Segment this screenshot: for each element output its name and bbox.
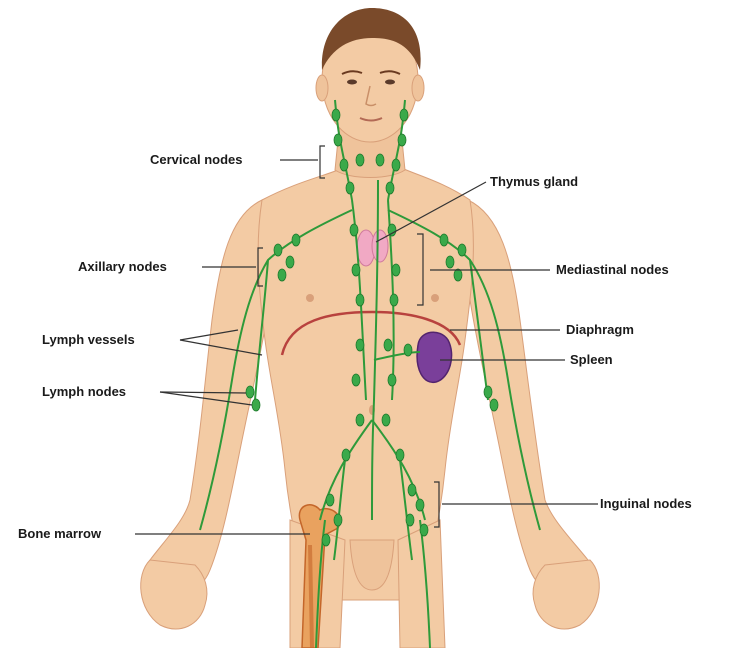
left-ear xyxy=(412,75,424,101)
spleen xyxy=(417,332,451,382)
label-diaphragm: Diaphragm xyxy=(566,322,634,338)
label-lymph-vessels: Lymph vessels xyxy=(42,332,135,348)
label-mediastinal-nodes: Mediastinal nodes xyxy=(556,262,669,278)
right-eye xyxy=(347,80,357,85)
left-eye xyxy=(385,80,395,85)
label-cervical-nodes: Cervical nodes xyxy=(150,152,243,168)
right-hand xyxy=(141,560,207,629)
body-silhouette xyxy=(141,8,600,648)
left-nipple xyxy=(431,294,439,302)
right-nipple xyxy=(306,294,314,302)
label-axillary-nodes: Axillary nodes xyxy=(78,259,167,275)
label-spleen: Spleen xyxy=(570,352,613,368)
label-lymph-nodes: Lymph nodes xyxy=(42,384,126,400)
label-bone-marrow: Bone marrow xyxy=(18,526,101,542)
right-ear xyxy=(316,75,328,101)
thymus-gland xyxy=(357,230,388,266)
left-hand xyxy=(533,560,599,629)
label-thymus-gland: Thymus gland xyxy=(490,174,578,190)
label-inguinal-nodes: Inguinal nodes xyxy=(600,496,692,512)
